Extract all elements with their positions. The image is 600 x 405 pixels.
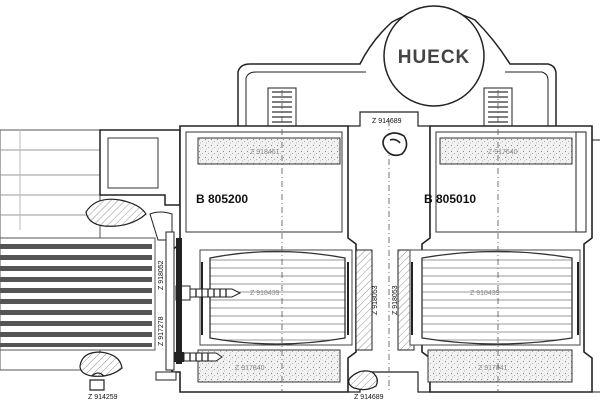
label-top-center: Z 914689 [372, 118, 402, 125]
left-thermal-break [199, 249, 353, 346]
top-left-insulation-insert [197, 137, 341, 165]
bottom-left-insulation-insert [197, 349, 341, 383]
vertical-strip-left [155, 231, 182, 381]
hueck-logo: HUECK [383, 5, 485, 107]
label-profile-right: B 805010 [424, 192, 476, 206]
label-center-left-vertical: Z 918053 [372, 285, 379, 315]
label-right-thermal: Z 918439 [470, 290, 500, 297]
bottom-center-gasket [348, 370, 378, 391]
left-pane [0, 129, 156, 371]
label-profile-left: B 805200 [196, 192, 248, 206]
bottom-right-insulation-insert [427, 349, 573, 383]
logo-text: HUECK [398, 47, 471, 68]
label-bottom-center: Z 914689 [354, 394, 384, 401]
label-bottom-left: Z 914259 [88, 394, 118, 401]
label-vertical-b: Z 917278 [158, 316, 165, 346]
center-left-gasket [355, 249, 373, 351]
label-top-right-insert: Z 917640 [488, 149, 518, 156]
label-bottom-right-insert: Z 917841 [478, 365, 508, 372]
bottom-left-clip [89, 372, 105, 391]
top-center-gasket [382, 132, 408, 157]
label-left-thermal: Z 918439 [250, 290, 280, 297]
label-center-right-vertical: Z 918053 [392, 285, 399, 315]
label-vertical-a: Z 918052 [158, 260, 165, 290]
right-thermal-break [409, 249, 581, 346]
panel-stripes [0, 237, 156, 351]
glazing-gasket-bottom [79, 351, 123, 377]
top-right-insulation-insert [439, 137, 573, 165]
label-top-left-insert: Z 918461 [250, 149, 280, 156]
label-bottom-left-insert: Z 917840 [235, 365, 265, 372]
glazing-gasket-top [85, 198, 147, 227]
